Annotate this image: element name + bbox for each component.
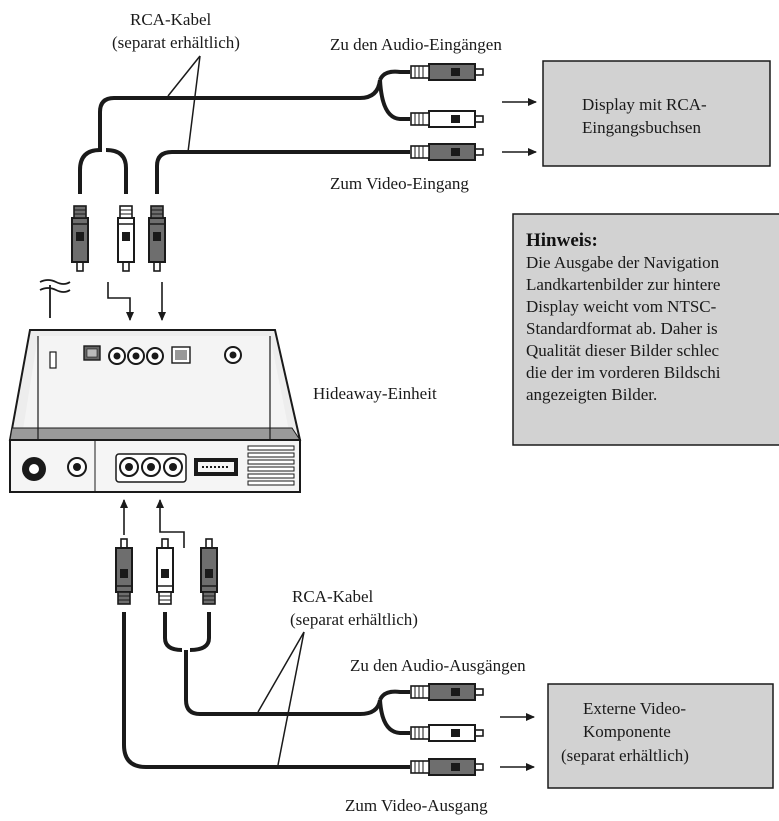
antenna-wire (39, 279, 71, 318)
arrow-into-unit-audio (107, 282, 134, 321)
arrow-out-of-unit-audio (156, 499, 185, 548)
note-line-2: Landkartenbilder zur hintere (526, 275, 720, 294)
note-line-3: Display weicht vom NTSC- (526, 297, 717, 316)
front-rca-jack-3 (141, 457, 161, 477)
top-rca-jack-3 (146, 347, 164, 365)
bottom-plug-left-dark (115, 538, 133, 605)
audio-in-plug-upper-dark (410, 63, 484, 81)
note-line-5: Qualität dieser Bilder schlec (526, 341, 720, 360)
audio-inputs-label: Zu den Audio-Eingängen (330, 35, 502, 54)
rca-cable-top-leader-2 (187, 55, 201, 153)
top-plug-right-dark (148, 205, 166, 272)
top-plug-left-dark (71, 205, 89, 272)
video-in-plug-dark (410, 143, 484, 161)
rca-cable-top-leader-1 (167, 55, 201, 97)
audio-out-plug-upper-dark (410, 683, 484, 701)
audio-outputs-label: Zu den Audio-Ausgängen (350, 656, 526, 675)
top-rca-cable (78, 69, 410, 194)
video-output-label: Zum Video-Ausgang (345, 796, 488, 815)
note-box: Hinweis: Die Ausgabe der Navigation Land… (512, 213, 779, 446)
antenna-jack (49, 351, 57, 369)
bottom-plug-right-dark (200, 538, 218, 605)
hideaway-unit-label: Hideaway-Einheit (313, 384, 437, 403)
rca-cable-bottom-leader-2 (277, 631, 305, 766)
bottom-rca-cable (122, 612, 410, 769)
top-plug-middle-white (117, 205, 135, 272)
note-line-4: Standardformat ab. Daher is (526, 319, 718, 338)
external-box-line1: Externe Video- (583, 699, 686, 718)
external-component-box: Externe Video- Komponente (separat erhäl… (547, 683, 774, 789)
top-rca-jack-1 (108, 347, 126, 365)
display-box: Display mit RCA- Eingangsbuchsen (542, 60, 771, 167)
external-box-line2: Komponente (583, 722, 671, 741)
audio-in-plug-lower-white (410, 110, 484, 128)
display-box-line1: Display mit RCA- (582, 95, 707, 114)
rca-cable-top-label-line1: RCA-Kabel (130, 10, 211, 29)
note-title: Hinweis: (526, 230, 598, 251)
front-round-port (22, 457, 46, 481)
note-line-1: Die Ausgabe der Navigation (526, 253, 720, 272)
rca-cable-bottom-label-line1: RCA-Kabel (292, 587, 373, 606)
rca-cable-top-label-line2: (separat erhältlich) (112, 33, 240, 52)
external-box-line3: (separat erhältlich) (561, 746, 689, 765)
top-rca-jack-2 (127, 347, 145, 365)
front-dsub-port (194, 458, 238, 476)
front-rca-jack-4 (163, 457, 183, 477)
audio-out-plug-lower-white (410, 724, 484, 742)
rca-cable-bottom-leader-1 (257, 631, 305, 713)
video-out-plug-dark (410, 758, 484, 776)
front-rca-jack-2 (119, 457, 139, 477)
top-rca-jack-4 (224, 346, 242, 364)
hideaway-unit (8, 279, 302, 493)
note-line-6: die der im vorderen Bildschi (526, 363, 721, 382)
front-vent-grille (247, 445, 295, 486)
bottom-plug-middle-white (156, 538, 174, 605)
note-line-7: angezeigten Bilder. (526, 385, 657, 404)
rca-cable-bottom-label-line2: (separat erhältlich) (290, 610, 418, 629)
display-box-line2: Eingangsbuchsen (582, 118, 701, 137)
video-input-label: Zum Video-Eingang (330, 174, 469, 193)
front-rca-jack-1 (67, 457, 87, 477)
